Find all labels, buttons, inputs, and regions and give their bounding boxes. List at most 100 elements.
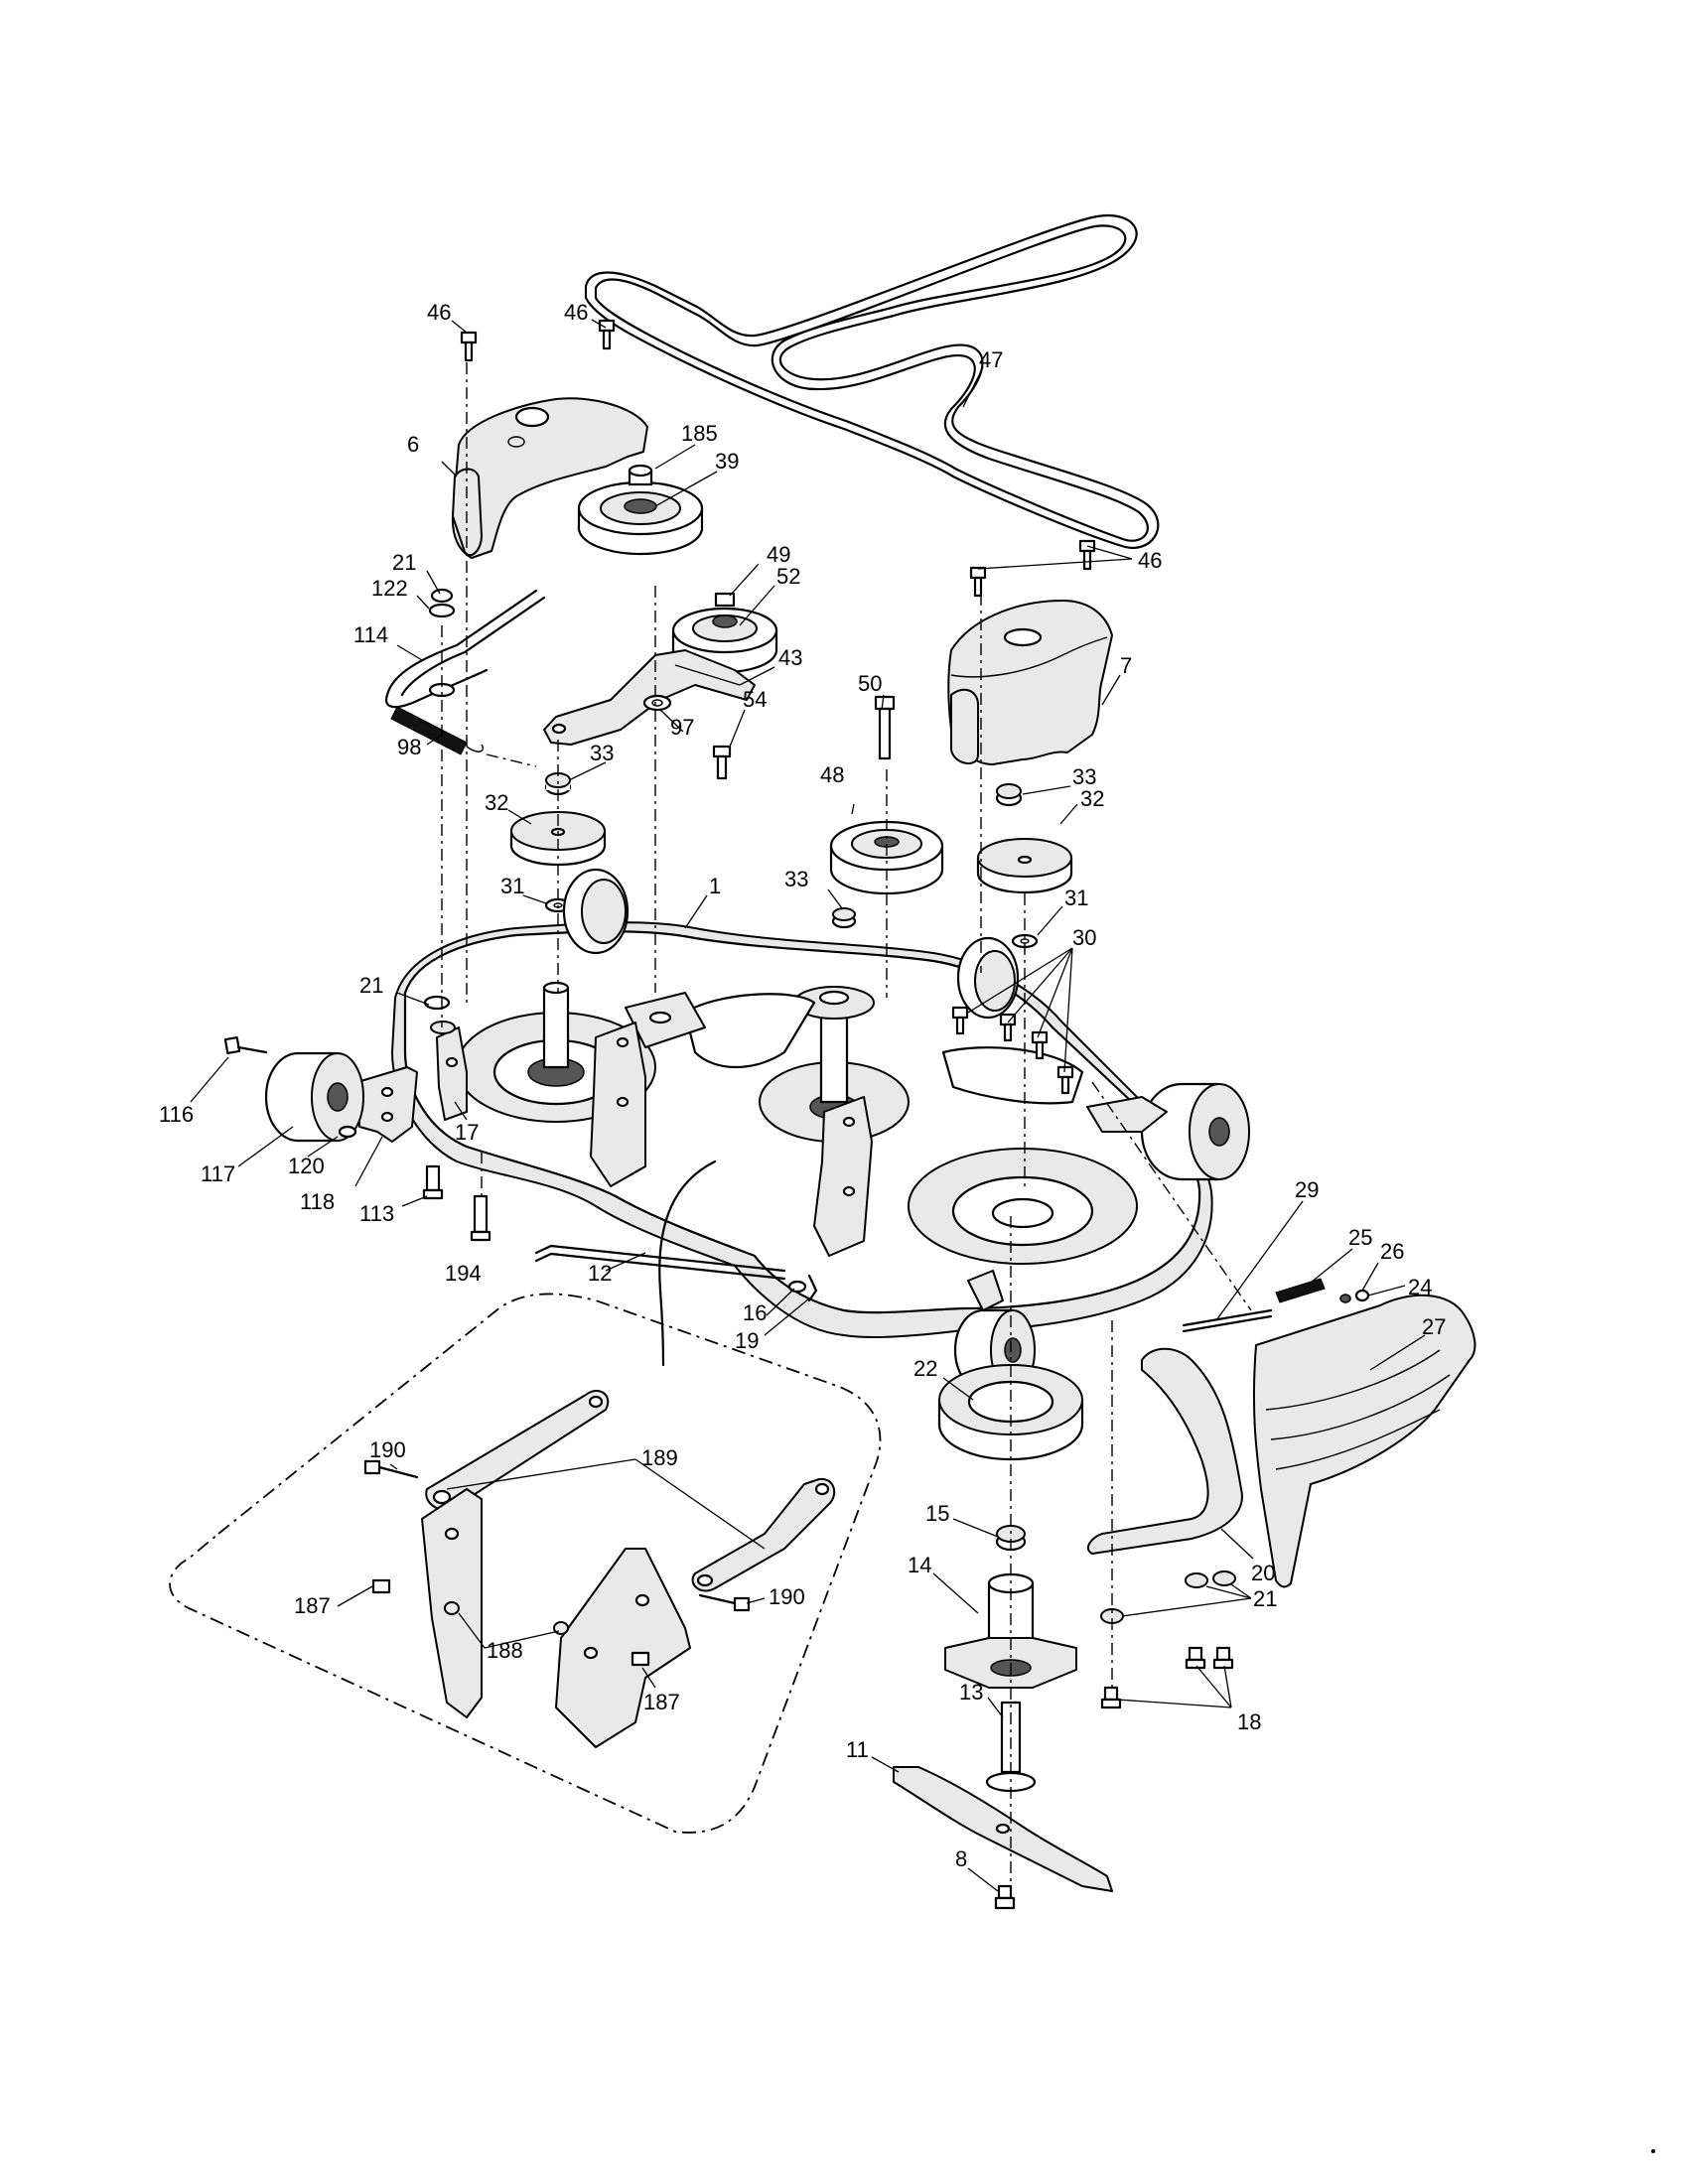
idler-pulley-48 (829, 820, 944, 895)
belt (584, 213, 1160, 549)
callout-33: 33 (1072, 764, 1096, 789)
callout-98: 98 (397, 735, 421, 759)
callout-7: 7 (1120, 653, 1132, 678)
bolts-30 (951, 1006, 1074, 1095)
callout-21: 21 (392, 550, 416, 575)
nut-33-mid (831, 907, 857, 929)
blade-11 (893, 1766, 1113, 1892)
callout-31: 31 (1064, 886, 1088, 910)
callout-6: 6 (407, 432, 419, 457)
washer-122 (428, 603, 456, 618)
callout-43: 43 (778, 645, 802, 670)
nuts-21-lower (1100, 1570, 1236, 1624)
bolt-113 (422, 1164, 444, 1200)
callout-21: 21 (359, 973, 383, 998)
callout-20: 20 (1251, 1561, 1275, 1585)
discharge-chute-27 (1252, 1294, 1476, 1588)
spindle-pulley-32-right (976, 838, 1073, 894)
bolt-116 (223, 1035, 268, 1055)
callout-29: 29 (1295, 1177, 1319, 1202)
callout-116: 116 (159, 1102, 194, 1127)
callout-114: 114 (353, 622, 388, 647)
callout-16: 16 (743, 1300, 767, 1325)
deck-hanger-bracket-left (590, 1022, 646, 1187)
wheel-bracket-118 (356, 1066, 418, 1143)
bolt-8 (994, 1884, 1016, 1910)
callout-24: 24 (1408, 1275, 1432, 1299)
callout-117: 117 (201, 1161, 235, 1186)
callout-18: 18 (1237, 1709, 1261, 1734)
washer-24 (1339, 1294, 1351, 1303)
right-belt-cover (947, 600, 1113, 765)
callout-1: 1 (709, 874, 721, 898)
bolt-187-right (631, 1651, 650, 1667)
callout-33: 33 (784, 867, 808, 891)
bolt-194 (470, 1194, 491, 1242)
lift-link-189-left (425, 1390, 610, 1512)
callout-33: 33 (590, 741, 614, 765)
spring-25 (1275, 1278, 1326, 1303)
callout-194: 194 (445, 1261, 482, 1286)
bolt-46-mid (598, 319, 616, 350)
callout-122: 122 (371, 576, 408, 601)
callout-50: 50 (858, 671, 882, 696)
idler-pulley-39 (577, 464, 704, 556)
callout-46: 46 (427, 300, 451, 325)
callout-118: 118 (300, 1189, 335, 1214)
callout-15: 15 (925, 1501, 949, 1526)
callout-19: 19 (735, 1328, 759, 1353)
bolt-50 (874, 695, 896, 760)
idler-pulley-52 (671, 592, 778, 674)
callout-11: 11 (846, 1737, 869, 1762)
callout-54: 54 (743, 687, 767, 712)
callout-188: 188 (487, 1638, 523, 1663)
callout-26: 26 (1380, 1239, 1404, 1264)
callout-22: 22 (913, 1356, 937, 1381)
lift-rod-12 (534, 1244, 786, 1281)
bolt-190-right (698, 1593, 751, 1612)
page-mark (1651, 2149, 1655, 2153)
callout-185: 185 (681, 421, 718, 446)
spring-98 (390, 706, 484, 755)
callout-190: 190 (769, 1584, 805, 1609)
callout-32: 32 (485, 790, 508, 815)
callout-46: 46 (1138, 548, 1162, 573)
leader-lines (190, 319, 1426, 1892)
washer-16 (787, 1280, 807, 1294)
hinge-rod-29 (1182, 1308, 1273, 1333)
callout-190: 190 (369, 1437, 406, 1462)
callout-48: 48 (820, 762, 844, 787)
callout-labels: 46 46 47 6 185 39 21 122 49 52 46 114 43… (159, 300, 1446, 1871)
deflector-20 (1086, 1347, 1243, 1555)
mower-deck-housing (391, 921, 1213, 1339)
callout-31: 31 (500, 874, 524, 898)
callout-12: 12 (588, 1261, 612, 1286)
callout-13: 13 (959, 1680, 983, 1705)
nut-33-right (995, 783, 1023, 807)
callout-32: 32 (1080, 786, 1104, 811)
deck-hanger-bracket-right (813, 1096, 873, 1257)
callout-17: 17 (455, 1120, 479, 1145)
bolt-187-left (371, 1578, 391, 1594)
callout-52: 52 (776, 564, 800, 589)
nut-26 (1354, 1289, 1370, 1302)
callout-27: 27 (1422, 1314, 1446, 1339)
callout-8: 8 (955, 1846, 967, 1871)
deck-wheel-right-rear (956, 936, 1020, 1020)
deck-wheel-right (1086, 1082, 1250, 1181)
callout-47: 47 (979, 347, 1003, 372)
callout-46: 46 (564, 300, 588, 325)
callout-113: 113 (359, 1201, 394, 1226)
callout-49: 49 (767, 542, 790, 567)
bolt-46-left (460, 331, 478, 362)
bolt-54 (712, 745, 732, 780)
front-bracket-17 (436, 1026, 468, 1121)
nuts-188 (444, 1601, 569, 1635)
callout-187: 187 (643, 1690, 680, 1714)
callout-189: 189 (641, 1445, 678, 1470)
anti-scalp-bracket-right (555, 1548, 691, 1748)
tension-rod-114 (384, 589, 546, 709)
bolts-18 (1100, 1646, 1234, 1709)
nut-21-top (430, 588, 454, 604)
